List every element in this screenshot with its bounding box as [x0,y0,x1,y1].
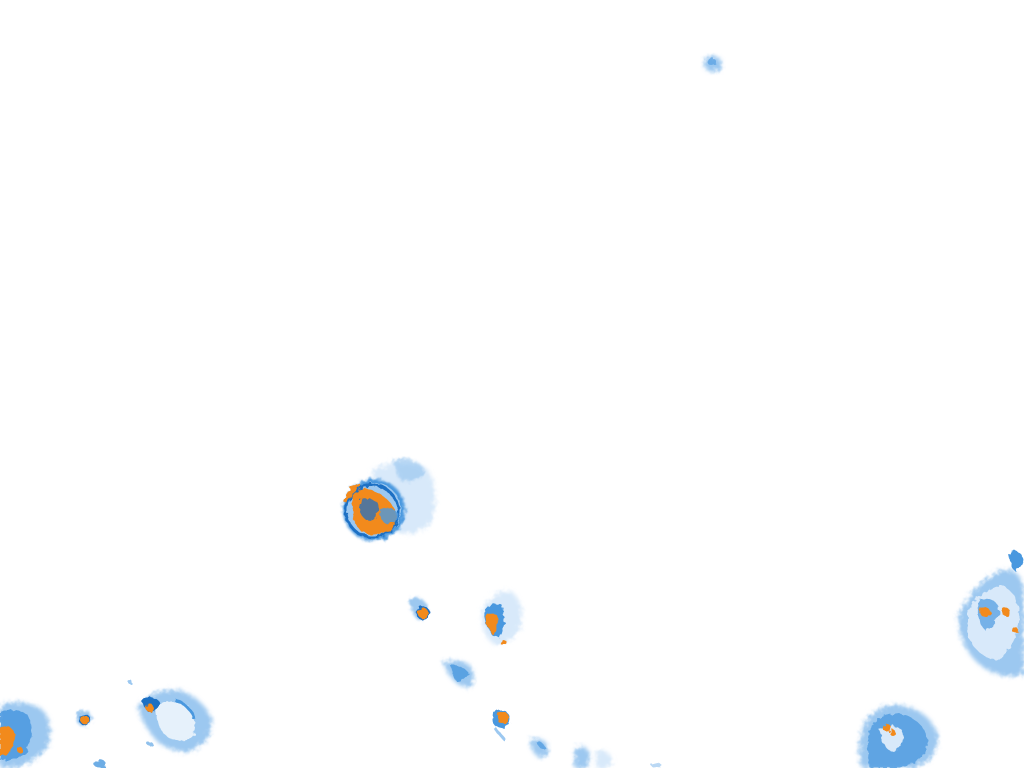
cell-mid-4 [492,710,510,742]
blob-top-small [704,56,722,72]
cell-bottom-left-small [76,680,153,768]
cell-mid-2 [481,591,522,645]
cell-bottom-left-edge [0,702,51,768]
cell-bottom-mid [574,746,661,768]
cell-right-edge [958,551,1024,677]
cell-bottom-left-large [138,689,212,752]
cell-mid-1 [409,597,430,620]
cell-mid-3 [443,660,474,688]
cell-mid-5 [530,738,549,758]
cell-large-center [343,458,436,541]
cell-bottom-right [859,705,938,768]
